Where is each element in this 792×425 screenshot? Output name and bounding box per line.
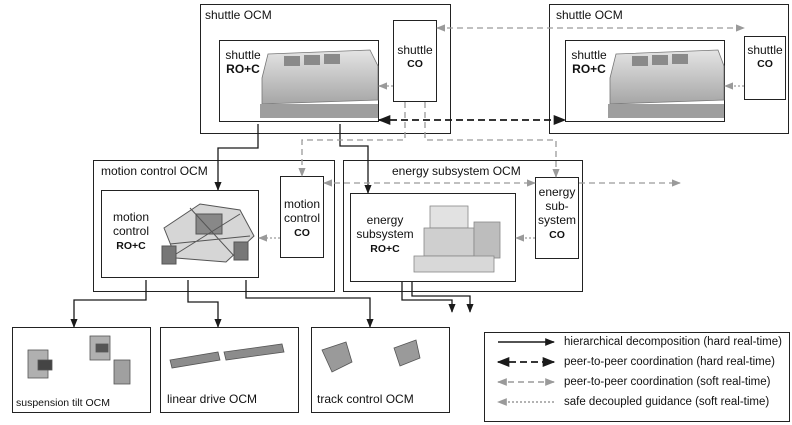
energy-subsystem-co-name-3: system (537, 213, 576, 227)
track-control-ocm-label: track control OCM (317, 392, 414, 406)
energy-subsystem-roc-name-2: subsystem (356, 227, 414, 241)
shuttle-ocm-right-title: shuttle OCM (556, 8, 623, 22)
linear-drive-ocm-label: linear drive OCM (167, 392, 258, 406)
legend-item-hierarchical-hard: hierarchical decomposition (hard real-ti… (564, 336, 782, 348)
shuttle-roc-right-name: shuttle (571, 48, 607, 62)
shuttle-co-right-name: shuttle (747, 43, 783, 57)
legend-item-peer-hard: peer-to-peer coordination (hard real-tim… (564, 356, 775, 368)
energy-subsystem-co-name-2: sub- (545, 199, 569, 213)
motion-control-co-name-2: control (283, 211, 321, 225)
motion-control-co-name-1: motion (283, 197, 321, 211)
linear-drive-ocm (160, 327, 299, 413)
legend (484, 332, 790, 422)
shuttle-co-left-tag: CO (407, 58, 423, 70)
legend-item-safe-guidance: safe decoupled guidance (soft real-time) (564, 396, 770, 408)
energy-subsystem-roc-name-1: energy (366, 213, 404, 227)
energy-subsystem-roc-tag: RO+C (370, 243, 400, 255)
suspension-tilt-ocm-label: suspension tilt OCM (16, 397, 110, 409)
motion-control-roc-name-1: motion (112, 210, 150, 224)
shuttle-ocm-left-title: shuttle OCM (205, 8, 272, 22)
motion-control-ocm-title: motion control OCM (101, 164, 208, 178)
shuttle-co-left-name: shuttle (397, 43, 433, 57)
energy-subsystem-co-name-1: energy (538, 185, 576, 199)
motion-control-roc-name-2: control (112, 224, 150, 238)
shuttle-co-left (393, 20, 437, 102)
shuttle-co-right-tag: CO (757, 58, 773, 70)
shuttle-roc-right-tag: RO+C (572, 62, 606, 76)
motion-control-roc-tag: RO+C (116, 240, 146, 252)
energy-subsystem-co (535, 177, 579, 259)
energy-subsystem-co-tag: CO (549, 229, 565, 241)
shuttle-co-right (744, 36, 786, 100)
legend-item-peer-soft: peer-to-peer coordination (soft real-tim… (564, 376, 771, 388)
energy-subsystem-ocm-title: energy subsystem OCM (392, 164, 521, 178)
shuttle-roc-left-name: shuttle (225, 48, 261, 62)
motion-control-co-tag: CO (294, 227, 310, 239)
shuttle-roc-left-tag: RO+C (226, 62, 260, 76)
